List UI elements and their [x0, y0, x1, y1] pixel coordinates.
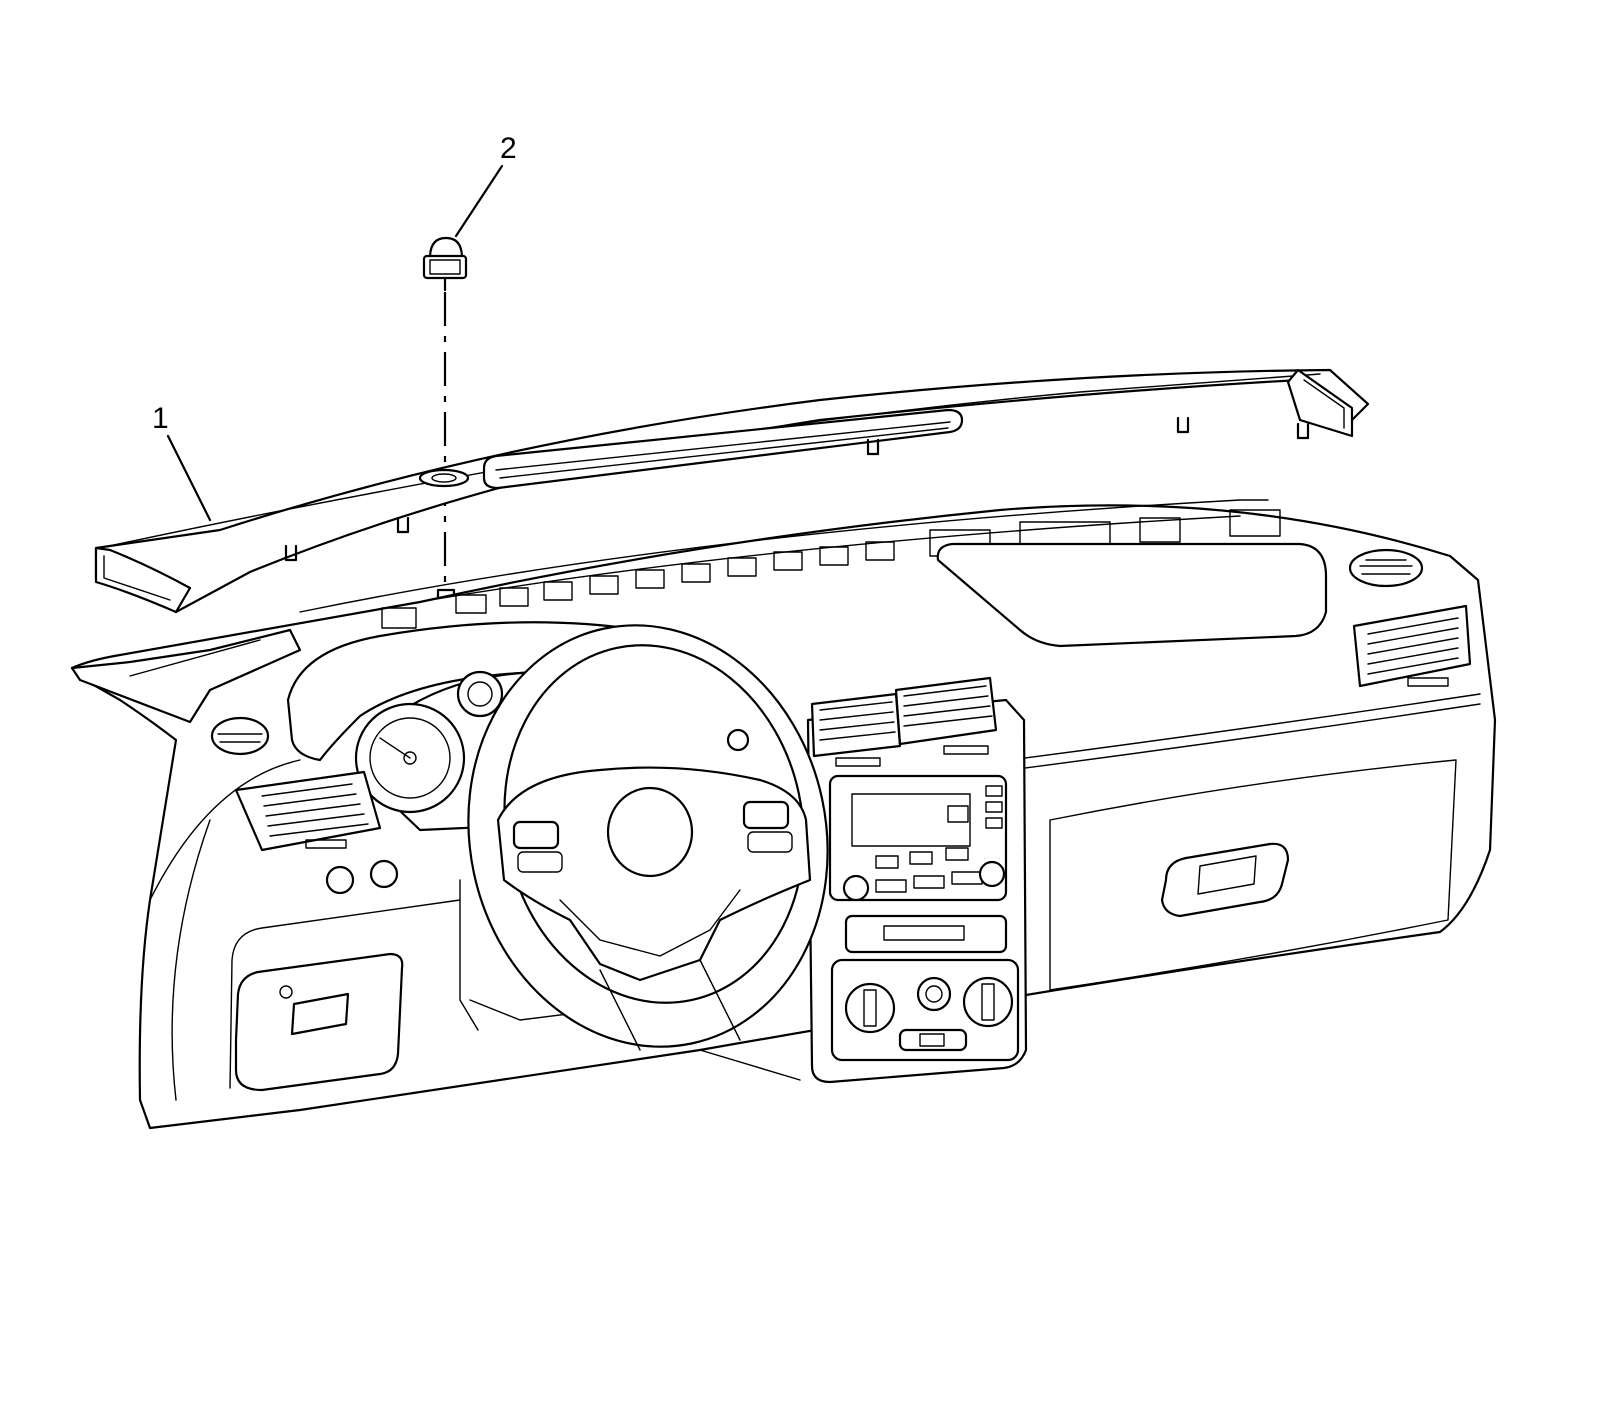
- cd-slot-panel: [844, 914, 1008, 954]
- temp-knob: [962, 976, 1014, 1028]
- fan-knob: [844, 982, 896, 1034]
- upper-trim-pad: [94, 368, 1370, 614]
- callout-2-leader: [454, 164, 504, 238]
- tune-knob: [978, 860, 1006, 888]
- headlamp-switch: [325, 865, 355, 895]
- glove-box-handle: [1160, 842, 1290, 918]
- right-vent: [1352, 604, 1472, 688]
- callout-1-label: 1: [152, 402, 169, 435]
- radio: [828, 774, 1008, 902]
- callout-1-group: 1: [152, 402, 212, 522]
- sensor-hole: [418, 468, 470, 488]
- hvac-controls: [830, 958, 1020, 1062]
- right-speaker: [1348, 548, 1424, 588]
- callout-2-label: 2: [500, 132, 517, 165]
- airbag-door: [936, 542, 1328, 648]
- left-vent: [234, 770, 382, 852]
- defrost-button: [898, 1028, 968, 1052]
- callout-1-leader: [166, 434, 212, 522]
- hazard-button: [726, 728, 750, 752]
- volume-knob: [842, 874, 870, 902]
- center-vent-left: [810, 692, 902, 758]
- defrost-grille: [482, 408, 964, 490]
- horn-pad: [606, 786, 694, 878]
- top-ribs: [381, 509, 1281, 629]
- fuel-gauge: [456, 670, 504, 718]
- dimmer-knob: [369, 859, 399, 889]
- left-speaker: [210, 716, 270, 756]
- glove-box: [1049, 759, 1457, 991]
- steering-wheel: [467, 624, 829, 1051]
- mode-knob: [916, 976, 952, 1012]
- sensor-part: [422, 236, 468, 292]
- center-stack: [806, 676, 1028, 1084]
- right-spoke-buttons: [742, 800, 790, 830]
- callout-2-group: 2: [422, 132, 517, 616]
- left-spoke-buttons: [512, 820, 560, 850]
